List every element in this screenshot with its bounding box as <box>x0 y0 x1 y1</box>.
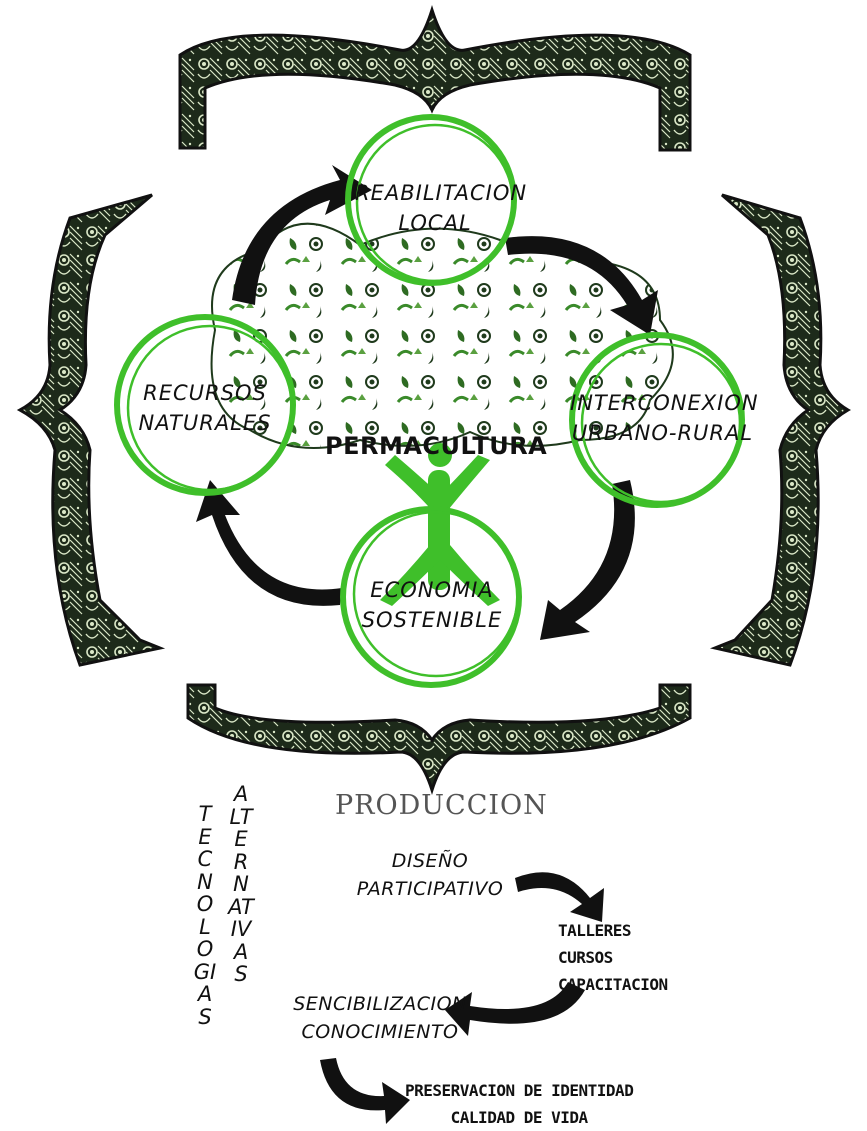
arrow-top-to-right <box>505 236 658 335</box>
circle-right <box>569 332 745 508</box>
arrow-awareness-to-outcome <box>320 1058 410 1124</box>
flow-workshops-line: CAPACITACION <box>558 975 668 994</box>
arrow-workshops-to-awareness <box>445 982 585 1036</box>
arrow-left-to-top <box>232 165 372 305</box>
circle-bottom <box>340 506 522 688</box>
flow-awareness: SENCIBILIZACION CONOCIMIENTO <box>280 990 480 1046</box>
arrow-design-to-workshops <box>515 872 604 922</box>
circle-bottom-label: ECONOMIA SOSTENIBLE <box>361 578 503 633</box>
flow-workshops-line: CURSOS <box>558 948 613 967</box>
circle-left <box>114 314 296 496</box>
flow-workshops-line: TALLERES <box>558 921 632 940</box>
top-bracket <box>178 5 692 152</box>
arrow-bottom-to-left <box>196 480 342 606</box>
flow-outcome: PRESERVACION DE IDENTIDAD CALIDAD DE VID… <box>405 1077 634 1131</box>
flow-awareness-line: SENCIBILIZACION <box>293 993 467 1015</box>
arrow-right-to-bottom <box>540 480 635 640</box>
circle-top-label: REABILITACION LOCAL <box>355 181 528 236</box>
vertical-word-tecnologias: TECNOLOGIAS <box>193 802 217 1029</box>
flow-workshops: TALLERES CURSOS CAPACITACION <box>558 917 668 998</box>
flow-design-label: DISEÑO PARTICIPATIVO <box>356 850 504 900</box>
tree-canopy <box>210 222 674 449</box>
vertical-word-alternativas: ALTERNATIVAS <box>228 782 254 986</box>
production-title: PRODUCCION <box>335 790 548 821</box>
circle-right-label: INTERCONEXION URBANO-RURAL <box>570 391 759 446</box>
flow-arrows <box>320 872 604 1124</box>
tree-trunk-figure <box>380 443 500 606</box>
circle-left-label: RECURSOS NATURALES <box>138 381 272 436</box>
flow-outcome-line: CALIDAD DE VIDA <box>450 1108 589 1127</box>
flow-outcome-line: PRESERVACION DE IDENTIDAD <box>405 1081 634 1100</box>
flow-awareness-line: CONOCIMIENTO <box>301 1021 459 1043</box>
left-bracket <box>16 193 166 667</box>
center-title: PERMACULTURA <box>325 432 548 460</box>
bottom-bracket <box>186 683 692 795</box>
right-bracket <box>709 193 851 667</box>
circle-top <box>345 114 517 286</box>
